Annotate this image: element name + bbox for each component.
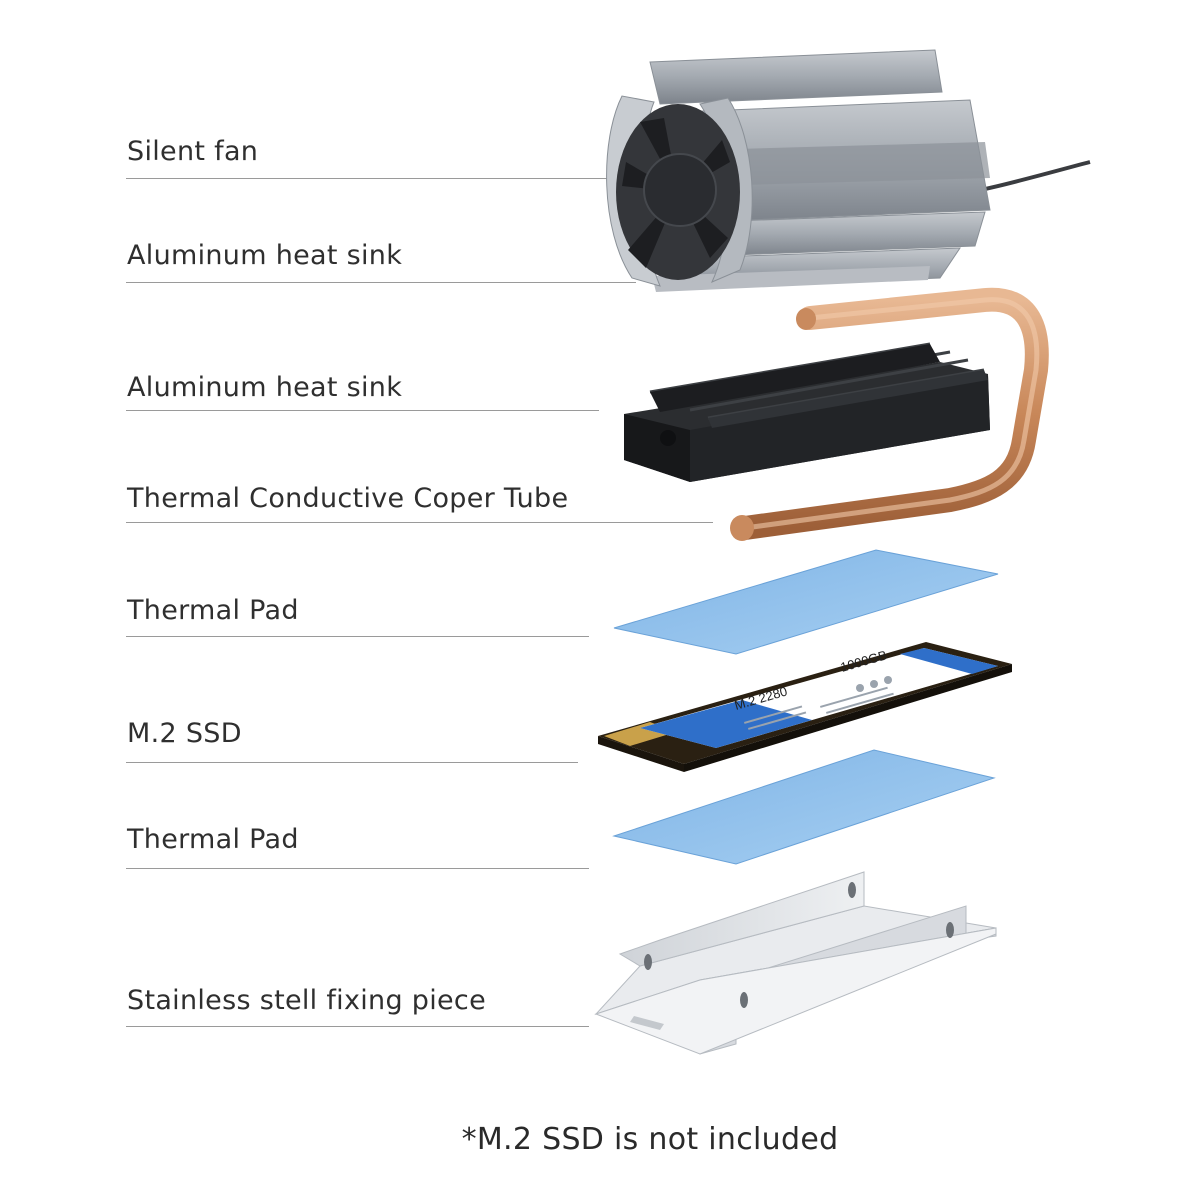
bracket-hole	[644, 954, 652, 970]
leader-line-m2-ssd	[126, 762, 578, 763]
leader-line-aluminum-heat-sink-bottom	[126, 410, 599, 411]
label-fixing-piece: Stainless stell fixing piece	[127, 985, 486, 1016]
leader-line-aluminum-heat-sink-top	[126, 282, 636, 283]
ssd-label-fineprint	[744, 676, 894, 730]
label-silent-fan: Silent fan	[127, 136, 259, 167]
bracket-hole	[946, 922, 954, 938]
copper-tube-end-bottom	[730, 515, 754, 541]
label-copper-tube: Thermal Conductive Coper Tube	[127, 483, 569, 514]
leader-line-silent-fan	[126, 178, 631, 179]
copper-tube-end-top	[796, 308, 816, 330]
label-m2-ssd: M.2 SSD	[127, 718, 242, 749]
bracket-hole	[740, 992, 748, 1008]
label-aluminum-heat-sink-top: Aluminum heat sink	[127, 240, 403, 271]
thermal-pad-top	[613, 549, 999, 655]
leader-line-thermal-pad-bottom	[126, 868, 589, 869]
footnote: *M.2 SSD is not included	[461, 1122, 839, 1157]
fan-hub	[643, 153, 717, 227]
copper-tube	[730, 287, 1049, 541]
m2-ssd: M.2 2280 1000GB	[598, 642, 1012, 772]
black-heatsink	[624, 342, 990, 482]
leader-line-copper-tube	[126, 522, 713, 523]
label-aluminum-heat-sink-bottom: Aluminum heat sink	[127, 372, 403, 403]
thermal-pad-bottom	[612, 749, 996, 865]
leader-line-thermal-pad-top	[126, 636, 589, 637]
label-thermal-pad-top: Thermal Pad	[127, 595, 299, 626]
label-thermal-pad-bottom: Thermal Pad	[127, 824, 299, 855]
stainless-fixing-bracket	[594, 871, 997, 1055]
heatsink-notch	[660, 430, 676, 446]
bracket-hole	[848, 882, 856, 898]
leader-line-fixing-piece	[126, 1026, 589, 1027]
fan-heatsink-assembly	[606, 49, 1091, 292]
